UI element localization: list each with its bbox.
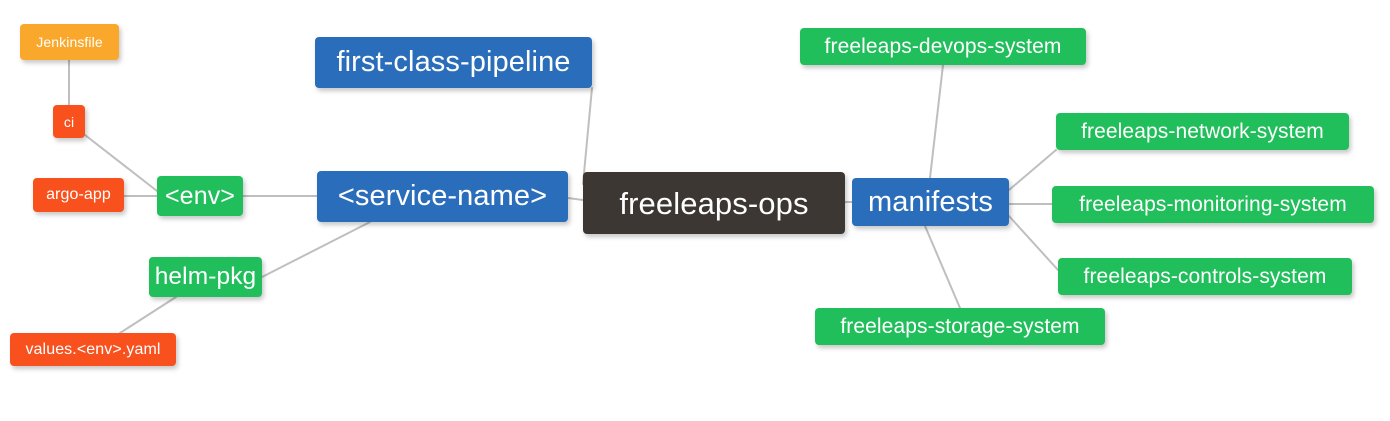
mindmap-node-label-first-class-pipeline: first-class-pipeline	[336, 46, 571, 78]
mindmap-node-freeleaps-storage-system[interactable]: freeleaps-storage-system	[815, 308, 1105, 345]
edge-manifests-to-freeleaps-network-system	[1008, 149, 1057, 191]
edge-manifests-to-freeleaps-storage-system	[924, 225, 961, 309]
mindmap-node-label-freeleaps-storage-system: freeleaps-storage-system	[840, 315, 1080, 338]
mindmap-node-label-manifests: manifests	[868, 185, 993, 218]
mindmap-node-env[interactable]: <env>	[157, 176, 243, 216]
mindmap-node-helm-pkg[interactable]: helm-pkg	[149, 257, 262, 297]
mindmap-node-freeleaps-monitoring-system[interactable]: freeleaps-monitoring-system	[1052, 186, 1374, 223]
mindmap-node-freeleaps-network-system[interactable]: freeleaps-network-system	[1056, 113, 1349, 150]
mindmap-node-first-class-pipeline[interactable]: first-class-pipeline	[315, 37, 592, 88]
edge-service-name-to-first-class-pipeline	[582, 87, 593, 185]
edge-service-name-to-freeleaps-ops	[567, 197, 584, 201]
mindmap-node-label-jenkinsfile: Jenkinsfile	[36, 34, 103, 50]
mindmap-node-argo-app[interactable]: argo-app	[33, 178, 124, 212]
mindmap-node-ci[interactable]: ci	[53, 105, 85, 138]
mindmap-node-label-freeleaps-ops: freeleaps-ops	[619, 185, 809, 221]
edge-service-name-to-helm-pkg	[261, 221, 371, 278]
mindmap-node-label-service-name: <service-name>	[337, 180, 548, 212]
mindmap-node-label-env: <env>	[164, 181, 235, 210]
mindmap-node-label-helm-pkg: helm-pkg	[154, 262, 257, 290]
edge-manifests-to-freeleaps-controls-system	[1008, 215, 1059, 271]
mindmap-node-label-freeleaps-network-system: freeleaps-network-system	[1081, 120, 1324, 143]
mindmap-node-freeleaps-ops[interactable]: freeleaps-ops	[583, 172, 845, 234]
mindmap-node-freeleaps-controls-system[interactable]: freeleaps-controls-system	[1058, 258, 1352, 295]
edge-manifests-to-freeleaps-devops-system	[929, 64, 944, 179]
mindmap-node-service-name[interactable]: <service-name>	[317, 171, 568, 222]
mindmap-node-label-values-env-yaml: values.<env>.yaml	[25, 340, 161, 358]
mindmap-node-values-env-yaml[interactable]: values.<env>.yaml	[10, 333, 176, 366]
mindmap-node-freeleaps-devops-system[interactable]: freeleaps-devops-system	[800, 28, 1086, 65]
mindmap-node-label-freeleaps-monitoring-system: freeleaps-monitoring-system	[1079, 193, 1347, 216]
mindmap-node-label-freeleaps-controls-system: freeleaps-controls-system	[1083, 265, 1327, 288]
mindmap-node-label-argo-app: argo-app	[46, 186, 111, 203]
mindmap-node-jenkinsfile[interactable]: Jenkinsfile	[20, 24, 119, 60]
mindmap-node-label-ci: ci	[63, 113, 75, 130]
mindmap-node-manifests[interactable]: manifests	[852, 178, 1009, 226]
edge-helm-pkg-to-values-env-yaml	[119, 296, 177, 334]
mindmap-node-label-freeleaps-devops-system: freeleaps-devops-system	[824, 35, 1062, 58]
